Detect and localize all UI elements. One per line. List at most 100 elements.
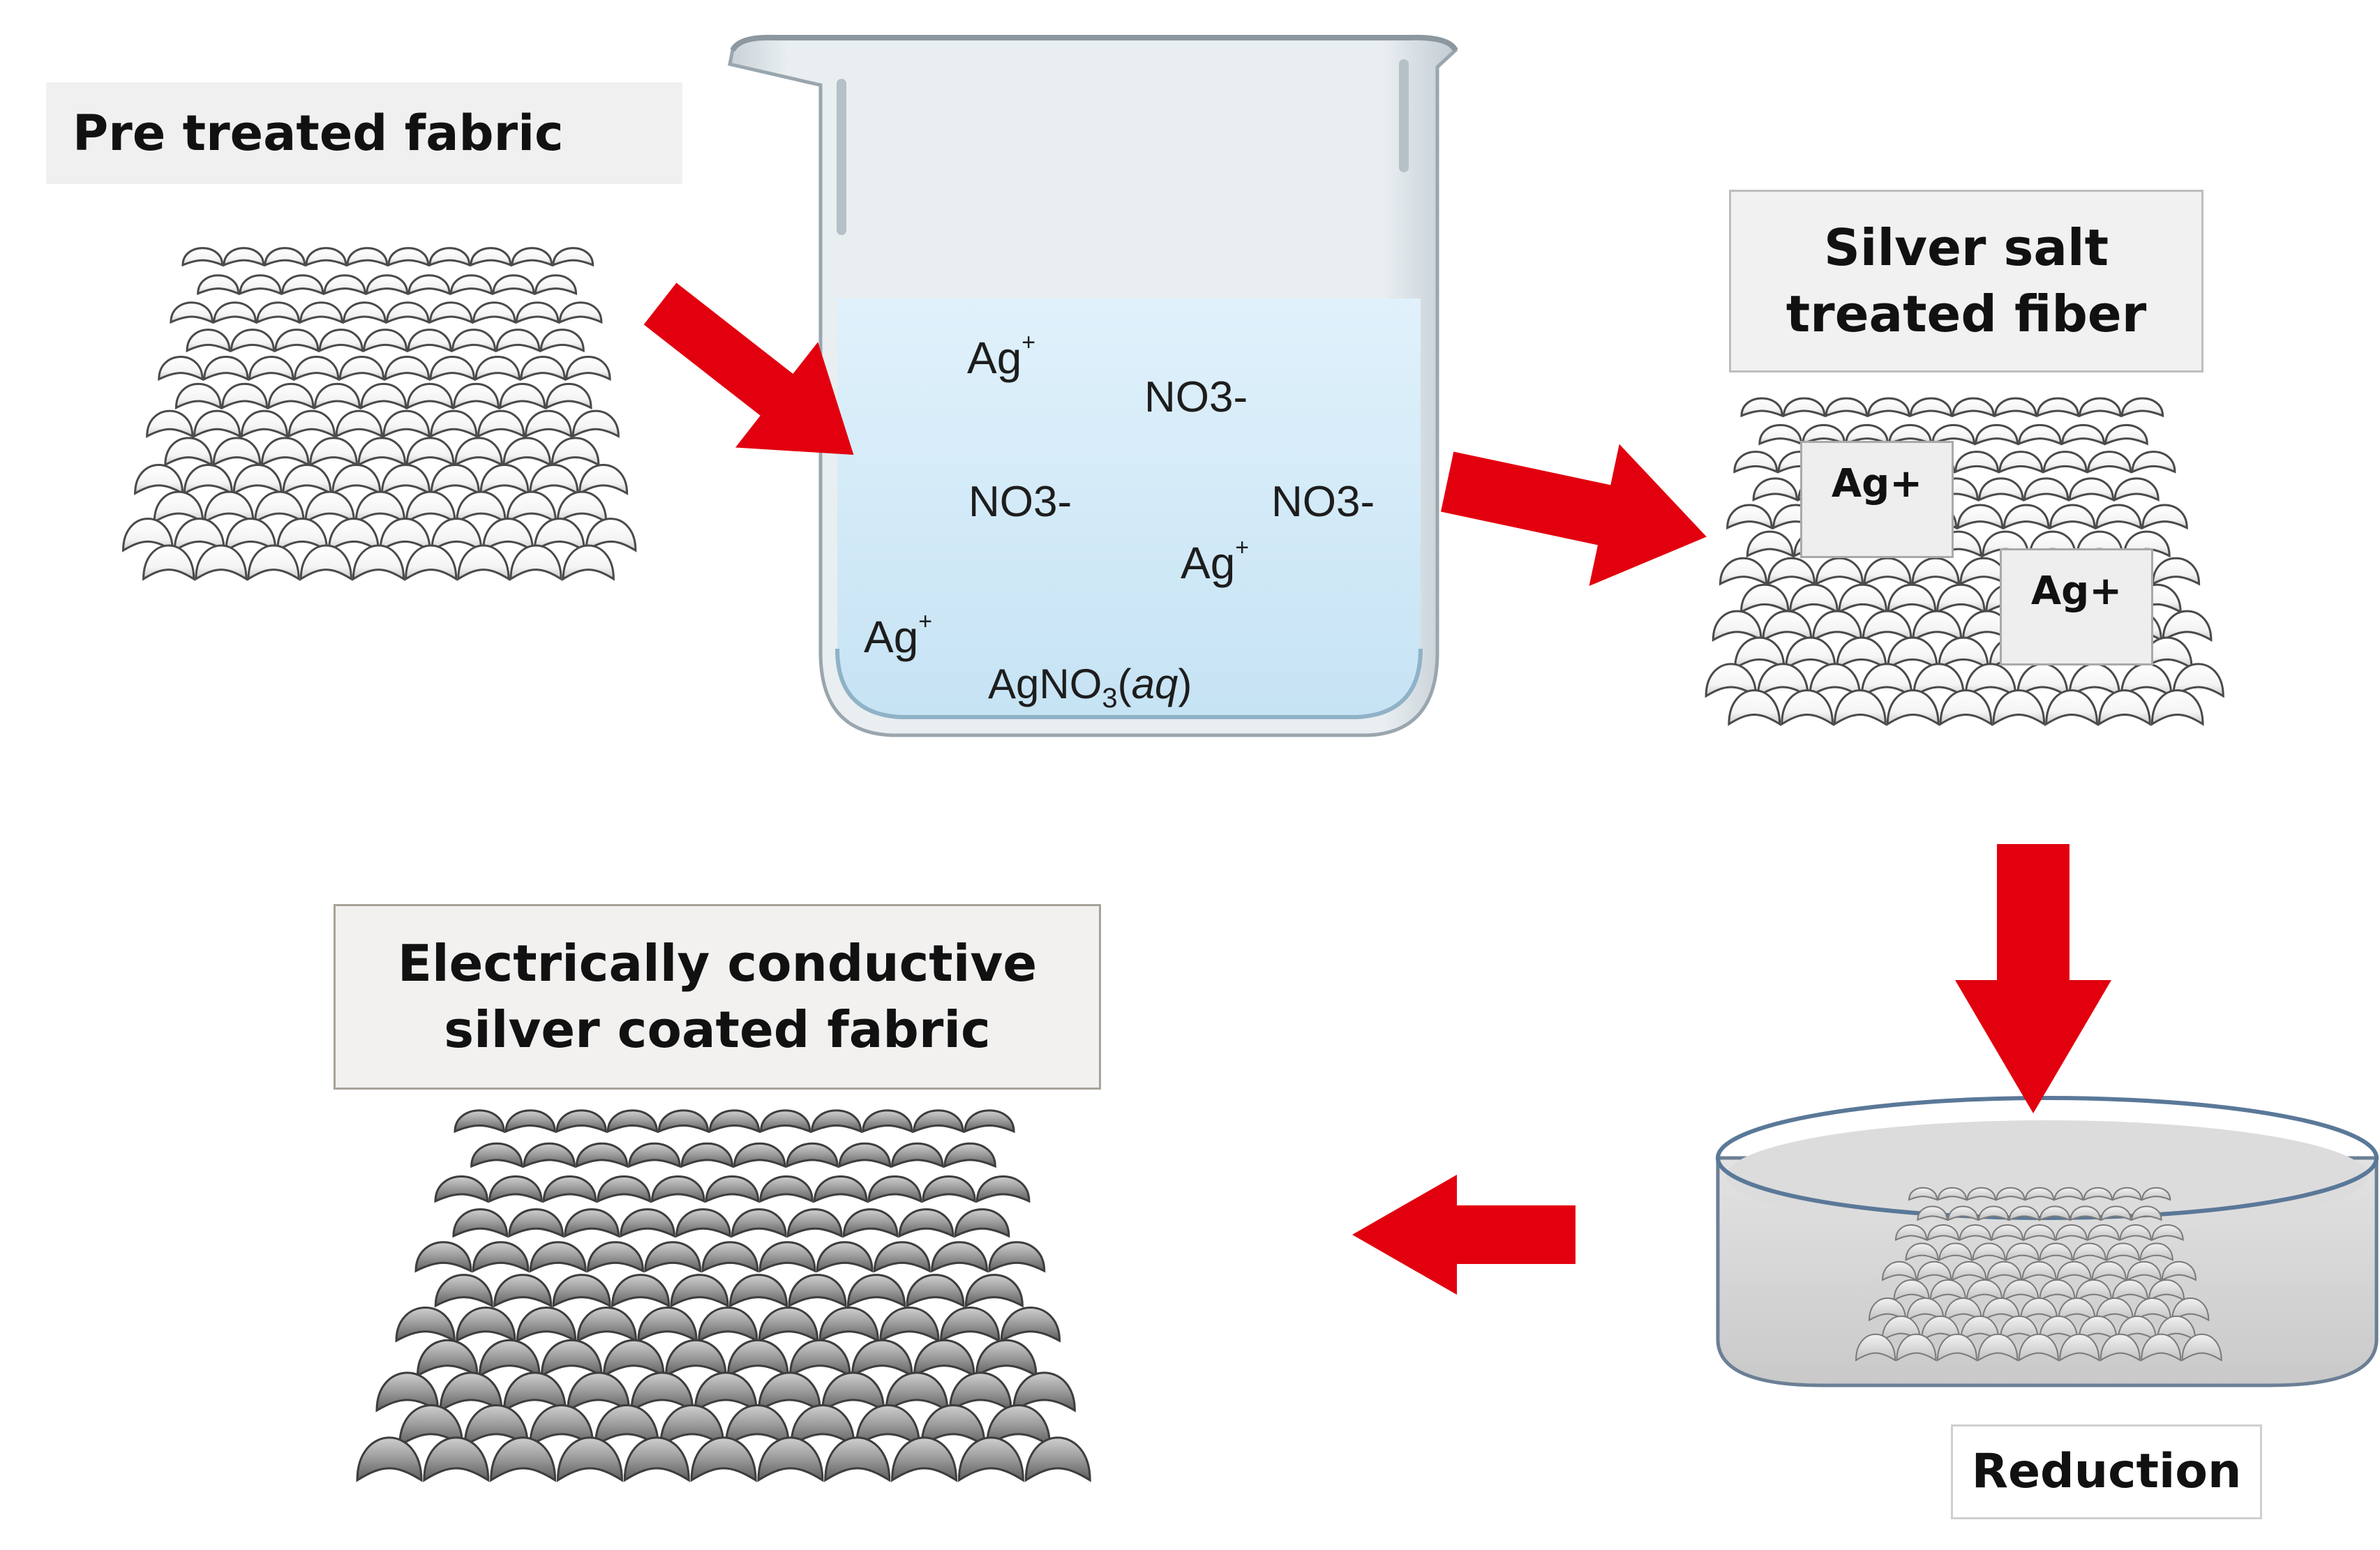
weave-bump <box>1936 1333 1978 1362</box>
weave-bump <box>1000 1307 1061 1343</box>
weave-bump <box>2117 1316 2157 1342</box>
weave-bump <box>846 1274 906 1308</box>
weave-bump <box>2141 1187 2171 1201</box>
weave-bump <box>360 383 407 409</box>
weave-bump <box>439 1371 503 1413</box>
weave-bump <box>1911 557 1960 586</box>
weave-bump <box>499 383 546 409</box>
weave-bump <box>452 1208 509 1238</box>
ion-base: Ag <box>864 612 919 662</box>
beaker-ion: Ag+ <box>1181 534 1250 589</box>
weave-bump <box>492 274 535 296</box>
weave-bump <box>384 356 431 382</box>
weave-bump <box>2023 477 2070 502</box>
weave-bump <box>2112 1187 2142 1201</box>
weave-bump <box>327 518 380 552</box>
weave-bump <box>948 1371 1012 1413</box>
weave-bump <box>2016 663 2069 698</box>
weave-bump <box>1937 1187 1967 1201</box>
weave-bump <box>1992 689 2046 726</box>
weave-bump <box>254 490 305 524</box>
weave-bump <box>203 356 249 382</box>
weave-bump <box>357 437 407 467</box>
weave-bump <box>195 544 248 581</box>
weave-bump <box>1998 451 2044 474</box>
weave-bump <box>551 437 600 467</box>
weave-bump <box>1947 1205 1979 1221</box>
fiber-ion-box: Ag+ <box>2000 548 2153 665</box>
weave-bump <box>585 518 637 552</box>
weave-bump <box>477 409 525 438</box>
weave-bump <box>2172 663 2224 698</box>
weave-bump <box>503 1371 567 1413</box>
weave-bump <box>922 1175 976 1203</box>
weave-bump <box>651 1175 705 1203</box>
weave-bump <box>276 518 329 552</box>
weave-bump <box>2003 1279 2040 1302</box>
weave-bump <box>1825 397 1868 418</box>
weave-bump <box>1734 636 1786 670</box>
weave-bump <box>943 1142 996 1168</box>
weave-bump <box>493 1274 553 1308</box>
weave-bump <box>2161 1261 2197 1281</box>
beaker-ion: Ag+ <box>967 329 1035 384</box>
weave-bump <box>2131 451 2176 474</box>
weave-bump <box>1863 557 1912 586</box>
weave-bump <box>470 247 512 267</box>
weave-bump <box>382 409 431 438</box>
weave-bump <box>343 301 387 324</box>
formula-pre: AgNO <box>988 661 1102 707</box>
weave-bump <box>824 1436 891 1482</box>
weave-bump <box>304 490 355 524</box>
weave-bump <box>1956 504 2004 530</box>
weave-bump <box>790 1404 855 1447</box>
weave-bump <box>213 301 257 324</box>
weave-bump <box>456 490 507 524</box>
weave-bump <box>1815 557 1864 586</box>
weave-bump <box>552 247 594 267</box>
weave-bump <box>2100 1205 2132 1221</box>
fabric-silver-coated <box>356 1109 1091 1482</box>
weave-bump <box>1893 1279 1930 1302</box>
weave-bump <box>1762 610 1813 642</box>
weave-bump <box>786 1208 843 1238</box>
weave-bump <box>1746 530 1794 558</box>
weave-bump <box>2039 1316 2079 1342</box>
weave-bump <box>821 1371 885 1413</box>
weave-bump <box>239 274 282 296</box>
weave-bump <box>1912 610 1963 642</box>
weave-bump <box>153 490 204 524</box>
weave-bump <box>1789 583 1839 614</box>
weave-bump <box>1833 689 1887 726</box>
weave-bump <box>2113 477 2160 502</box>
weave-bump <box>1783 397 1826 418</box>
weave-bump <box>1896 1333 1937 1362</box>
weave-bump <box>1887 636 1938 670</box>
weave-bump <box>428 247 471 267</box>
arrow-left-to-coated-fabric <box>1352 1175 1576 1295</box>
weave-bump <box>2100 1333 2141 1362</box>
weave-bump <box>508 1208 564 1238</box>
weave-bump <box>529 464 579 495</box>
weave-bump <box>813 1175 868 1203</box>
weave-bump <box>2171 1297 2210 1322</box>
weave-bump <box>203 490 255 524</box>
weave-bump <box>405 437 455 467</box>
weave-bump <box>602 1339 665 1378</box>
weave-bump <box>1845 423 1889 446</box>
weave-bump <box>891 1436 958 1482</box>
weave-bump <box>1868 1297 1907 1322</box>
ion-charge: + <box>1235 534 1250 561</box>
weave-bump <box>620 1208 675 1238</box>
weave-bump <box>1996 1187 2026 1201</box>
weave-bump <box>1781 689 1834 726</box>
weave-bump <box>502 437 552 467</box>
weave-bump <box>2120 397 2164 418</box>
weave-bump <box>731 1208 787 1238</box>
beaker-ion: Ag+ <box>864 608 932 663</box>
weave-bump <box>534 274 578 296</box>
weave-bump <box>2131 1205 2162 1221</box>
weave-bump <box>975 1175 1031 1203</box>
ion-base: NO3- <box>1271 478 1375 526</box>
